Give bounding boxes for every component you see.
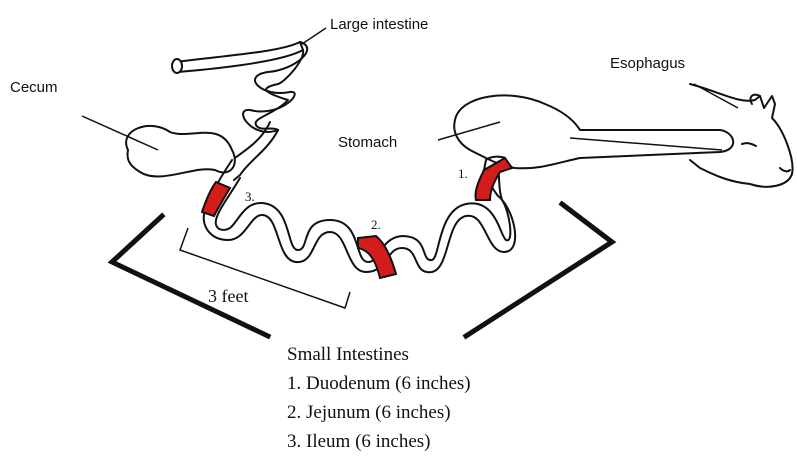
label-segment-1: 1.	[458, 166, 468, 181]
label-esophagus: Esophagus	[610, 55, 685, 72]
right-bracket	[466, 204, 612, 336]
label-segment-3: 3.	[245, 189, 255, 204]
label-segment-2: 2.	[371, 217, 381, 232]
cecum-pouch	[126, 126, 235, 177]
label-stomach: Stomach	[338, 134, 397, 151]
legend-title: Small Intestines	[287, 340, 471, 369]
label-length: 3 feet	[208, 286, 248, 306]
length-bracket	[180, 228, 350, 308]
legend-item-jejunum: 2. Jejunum (6 inches)	[287, 398, 471, 427]
esophagus-pointer	[694, 84, 738, 108]
label-cecum: Cecum	[10, 79, 58, 96]
label-large-intestine: Large intestine	[330, 16, 428, 33]
small-intestine-tube	[204, 157, 515, 273]
left-bracket	[112, 216, 268, 336]
small-intestines-legend: Small Intestines 1. Duodenum (6 inches) …	[287, 340, 471, 456]
legend-item-duodenum: 1. Duodenum (6 inches)	[287, 369, 471, 398]
legend-item-ileum: 3. Ileum (6 inches)	[287, 427, 471, 456]
large-intestine-pointer	[302, 28, 326, 44]
duodenum-segment	[475, 158, 512, 200]
